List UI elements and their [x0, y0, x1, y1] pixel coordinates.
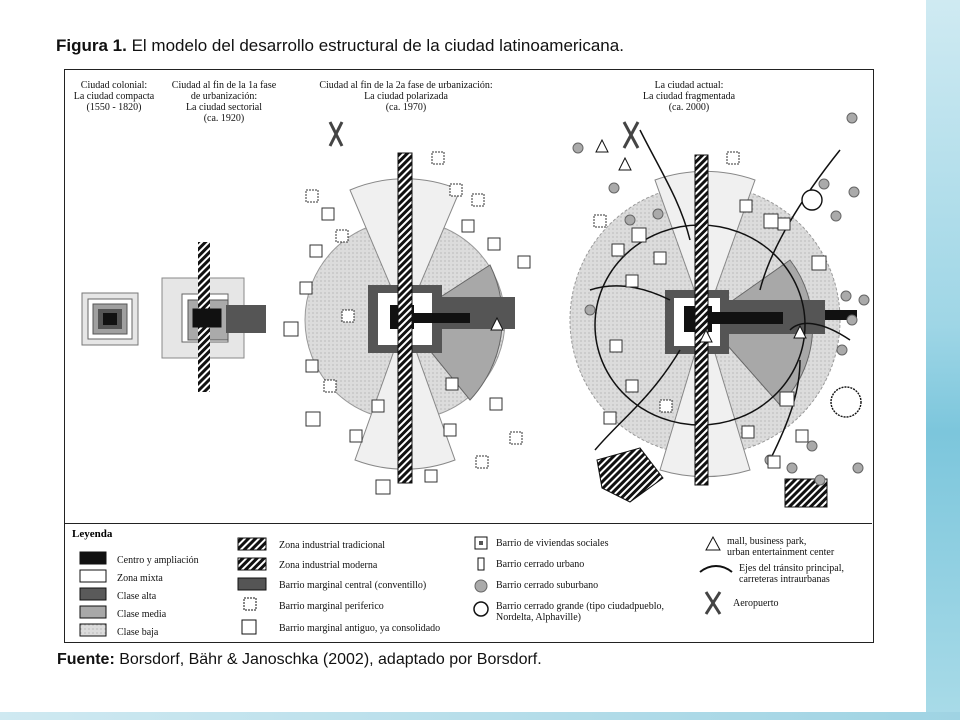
legend-industrial-moderna-label: Zona industrial moderna	[279, 560, 378, 571]
stage-2-line-3: La ciudad sectorial	[185, 102, 263, 113]
legend-cerrado-urbano-icon	[477, 557, 485, 571]
legend-clase-media-swatch	[79, 605, 107, 619]
legend-centro-swatch	[79, 551, 107, 565]
legend-transit-axis-icon	[699, 565, 733, 573]
legend-airport-icon	[704, 591, 722, 615]
legend-centro-label: Centro y ampliación	[117, 555, 199, 566]
stage-4-line-2: La ciudad fragmentada	[642, 91, 736, 102]
legend-clase-alta-swatch	[79, 587, 107, 601]
stage-1-line-1: Ciudad colonial:	[80, 80, 148, 91]
legend-transit-label-1: Ejes del tránsito principal,	[739, 563, 844, 574]
legend-marginal-central-label: Barrio marginal central (conventillo)	[279, 580, 427, 591]
stage-3-header: Ciudad al fin de la 2a fase de urbanizac…	[296, 80, 516, 113]
fragmentada-barrios-marginales	[593, 151, 827, 469]
legend-zona-mixta-label: Zona mixta	[117, 573, 163, 584]
stage-1-line-3: (1550 - 1820)	[86, 102, 142, 113]
stage-4-line-3: (ca. 2000)	[668, 102, 710, 113]
polarizada-zona-industrial	[397, 152, 413, 484]
source-label: Fuente:	[57, 651, 115, 668]
legend-industrial-tradicional-swatch	[237, 537, 267, 551]
legend-viviendas-sociales-icon	[474, 536, 488, 550]
figure-title: Figura 1. El modelo del desarrollo estru…	[56, 36, 624, 56]
legend-clase-media-label: Clase media	[117, 609, 167, 620]
legend-clase-baja-label: Clase baja	[117, 627, 159, 638]
figure-label: Figura 1.	[56, 36, 127, 55]
polarizada-mall-icon	[490, 316, 504, 331]
stage-2-header: Ciudad al fin de la 1a fase de urbanizac…	[160, 80, 288, 124]
model-polarizada	[283, 121, 531, 495]
stage-1-header: Ciudad colonial: La ciudad compacta (155…	[66, 80, 162, 113]
legend-cerrado-grande-examples: Nordelta, Alphaville)	[496, 612, 581, 623]
fragmentada-barrios-cerrados-grandes	[801, 189, 862, 418]
model-sectorial	[161, 242, 266, 392]
stage-4-line-1: La ciudad actual:	[654, 80, 724, 91]
legend-industrial-tradicional-label: Zona industrial tradicional	[279, 540, 386, 551]
fragmentada-zona-industrial-tradicional	[694, 154, 709, 486]
sectorial-centro-frame	[192, 308, 222, 328]
legend-industrial-moderna-swatch	[237, 557, 267, 571]
stage-3-line-2: La ciudad polarizada	[364, 91, 448, 102]
legend-mall-label-2: urban entertainment center	[727, 547, 835, 558]
figure-title-text: El modelo del desarrollo estructural de …	[131, 36, 624, 55]
stage-3-line-3: (ca. 1970)	[385, 102, 427, 113]
legend-divider	[64, 523, 872, 524]
legend-cerrado-grande-icon	[473, 601, 489, 617]
legend-zona-mixta-swatch	[79, 569, 107, 583]
legend-marginal-antiguo-label: Barrio marginal antiguo, ya consolidado	[279, 623, 441, 634]
polarizada-airport-icon	[328, 121, 344, 147]
polarizada-centro-axis	[400, 313, 470, 323]
sectorial-clase-alta	[226, 305, 266, 333]
legend-clase-baja-swatch	[79, 623, 107, 637]
source-text: Borsdorf, Bähr & Janoschka (2002), adapt…	[119, 651, 542, 668]
fragmentada-malls	[595, 138, 807, 343]
fragmentada-centro-axis	[705, 312, 783, 324]
fragmentada-airport-icon	[622, 121, 640, 149]
legend-marginal-periferico-swatch	[243, 597, 257, 611]
model-fragmentada	[569, 112, 870, 508]
legend-viviendas-sociales-label: Barrio de viviendas sociales	[496, 538, 609, 549]
legend-mall-label-1: mall, business park,	[727, 536, 807, 547]
fragmentada-barrios-cerrados-suburbanos	[572, 112, 870, 486]
decorative-side-band	[926, 0, 960, 720]
legend-cerrado-suburbano-label: Barrio cerrado suburbano	[496, 580, 599, 591]
stage-3-line-1: Ciudad al fin de la 2a fase de urbanizac…	[319, 80, 493, 91]
legend-clase-alta-label: Clase alta	[117, 591, 157, 602]
legend-symbols	[79, 535, 733, 637]
colonial-centro	[103, 313, 117, 325]
legend-transit-label-2: carreteras intraurbanas	[739, 574, 830, 585]
legend-cerrado-urbano-label: Barrio cerrado urbano	[496, 559, 585, 570]
model-colonial	[81, 292, 139, 346]
stage-2-line-4: (ca. 1920)	[203, 113, 245, 124]
legend-mall-icon	[705, 535, 721, 551]
stage-4-header: La ciudad actual: La ciudad fragmentada …	[614, 80, 764, 113]
fragmentada-centro-extension	[825, 310, 857, 320]
legend-marginal-periferico-label: Barrio marginal periferico	[279, 601, 384, 612]
polarizada-barrios-marginales	[283, 151, 531, 495]
decorative-bottom-band	[0, 712, 960, 720]
stage-1-line-2: La ciudad compacta	[73, 91, 155, 102]
legend-cerrado-suburbano-icon	[474, 579, 488, 593]
legend-cerrado-grande-label: Barrio cerrado grande (tipo ciudadpueblo…	[496, 601, 664, 612]
legend-airport-label: Aeropuerto	[733, 598, 779, 609]
legend-marginal-central-swatch	[237, 577, 267, 591]
figure-source: Fuente: Borsdorf, Bähr & Janoschka (2002…	[57, 651, 542, 669]
legend-marginal-antiguo-swatch	[241, 619, 257, 635]
stage-2-line-2: de urbanización:	[190, 91, 258, 102]
sectorial-centro	[194, 310, 220, 326]
stage-2-line-1: Ciudad al fin de la 1a fase	[171, 80, 277, 91]
legend-title: Leyenda	[72, 528, 113, 540]
fragmentada-zona-industrial-moderna-sw	[596, 447, 664, 503]
